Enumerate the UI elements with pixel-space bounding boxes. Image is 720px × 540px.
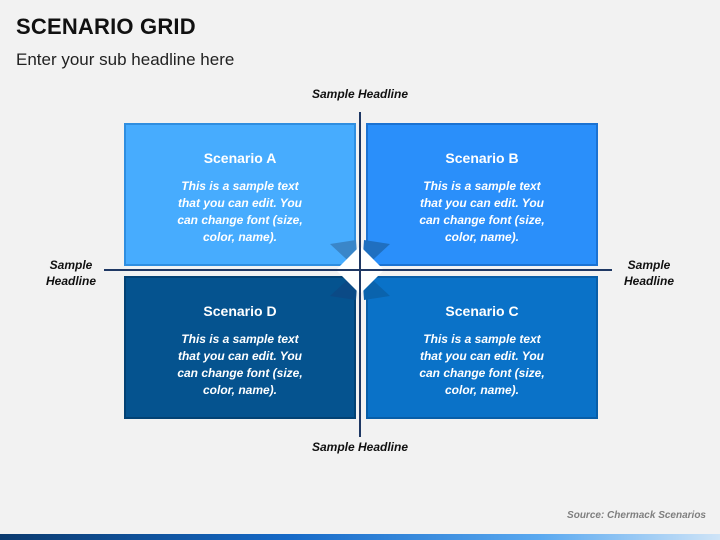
scenario-a-text-line: that you can edit. You <box>177 196 302 210</box>
scenario-d-text-line: color, name). <box>202 383 278 397</box>
scenario-b-text-line: color, name). <box>444 230 520 244</box>
scenario-c-box[interactable]: Scenario C This is a sample text that yo… <box>366 276 598 419</box>
scenario-b-text: This is a sample text that you can edit.… <box>407 178 557 246</box>
axis-label-left-line-2: Headline <box>45 274 96 288</box>
scenario-a-box[interactable]: Scenario A This is a sample text that yo… <box>124 123 356 266</box>
scenario-d-text-line: that you can edit. You <box>177 349 302 363</box>
scenario-a-title: Scenario A <box>203 150 277 166</box>
scenario-d-text: This is a sample text that you can edit.… <box>165 331 315 399</box>
scenario-c-title: Scenario C <box>445 303 519 319</box>
scenario-a-text-line: This is a sample text <box>181 179 299 193</box>
axis-label-right-line-2: Headline <box>623 274 674 288</box>
scenario-b-box[interactable]: Scenario B This is a sample text that yo… <box>366 123 598 266</box>
scenario-d-text-line: This is a sample text <box>181 332 299 346</box>
scenario-c-text-line: This is a sample text <box>423 332 541 346</box>
axis-label-left: Sample Headline <box>32 257 110 289</box>
center-diamond-shape <box>330 240 390 300</box>
scenario-c-text-line: that you can edit. You <box>419 349 544 363</box>
bottom-accent-bar <box>0 534 720 540</box>
axis-label-right-line-1: Sample <box>627 258 671 272</box>
scenario-b-text-line: This is a sample text <box>423 179 541 193</box>
axis-label-bottom: Sample Headline <box>311 440 409 454</box>
source-note: Source: Chermack Scenarios <box>567 510 706 521</box>
page-title: SCENARIO GRID <box>16 14 196 39</box>
scenario-b-text-line: that you can edit. You <box>419 196 544 210</box>
scenario-d-title: Scenario D <box>203 303 277 319</box>
scenario-b-text-line: can change font (size, <box>419 213 545 227</box>
scenario-c-text-line: color, name). <box>444 383 520 397</box>
scenario-c-text-line: can change font (size, <box>419 366 545 380</box>
scenario-c-text: This is a sample text that you can edit.… <box>407 331 557 399</box>
scenario-a-text: This is a sample text that you can edit.… <box>165 178 315 246</box>
scenario-d-text-line: can change font (size, <box>177 366 303 380</box>
scenario-b-title: Scenario B <box>445 150 519 166</box>
axis-label-right: Sample Headline <box>610 257 688 289</box>
axis-label-left-line-1: Sample <box>49 258 93 272</box>
page-subtitle: Enter your sub headline here <box>16 50 235 69</box>
scenario-a-text-line: can change font (size, <box>177 213 303 227</box>
scenario-a-text-line: color, name). <box>202 230 278 244</box>
scenario-d-box[interactable]: Scenario D This is a sample text that yo… <box>124 276 356 419</box>
axis-label-top: Sample Headline <box>311 87 409 101</box>
